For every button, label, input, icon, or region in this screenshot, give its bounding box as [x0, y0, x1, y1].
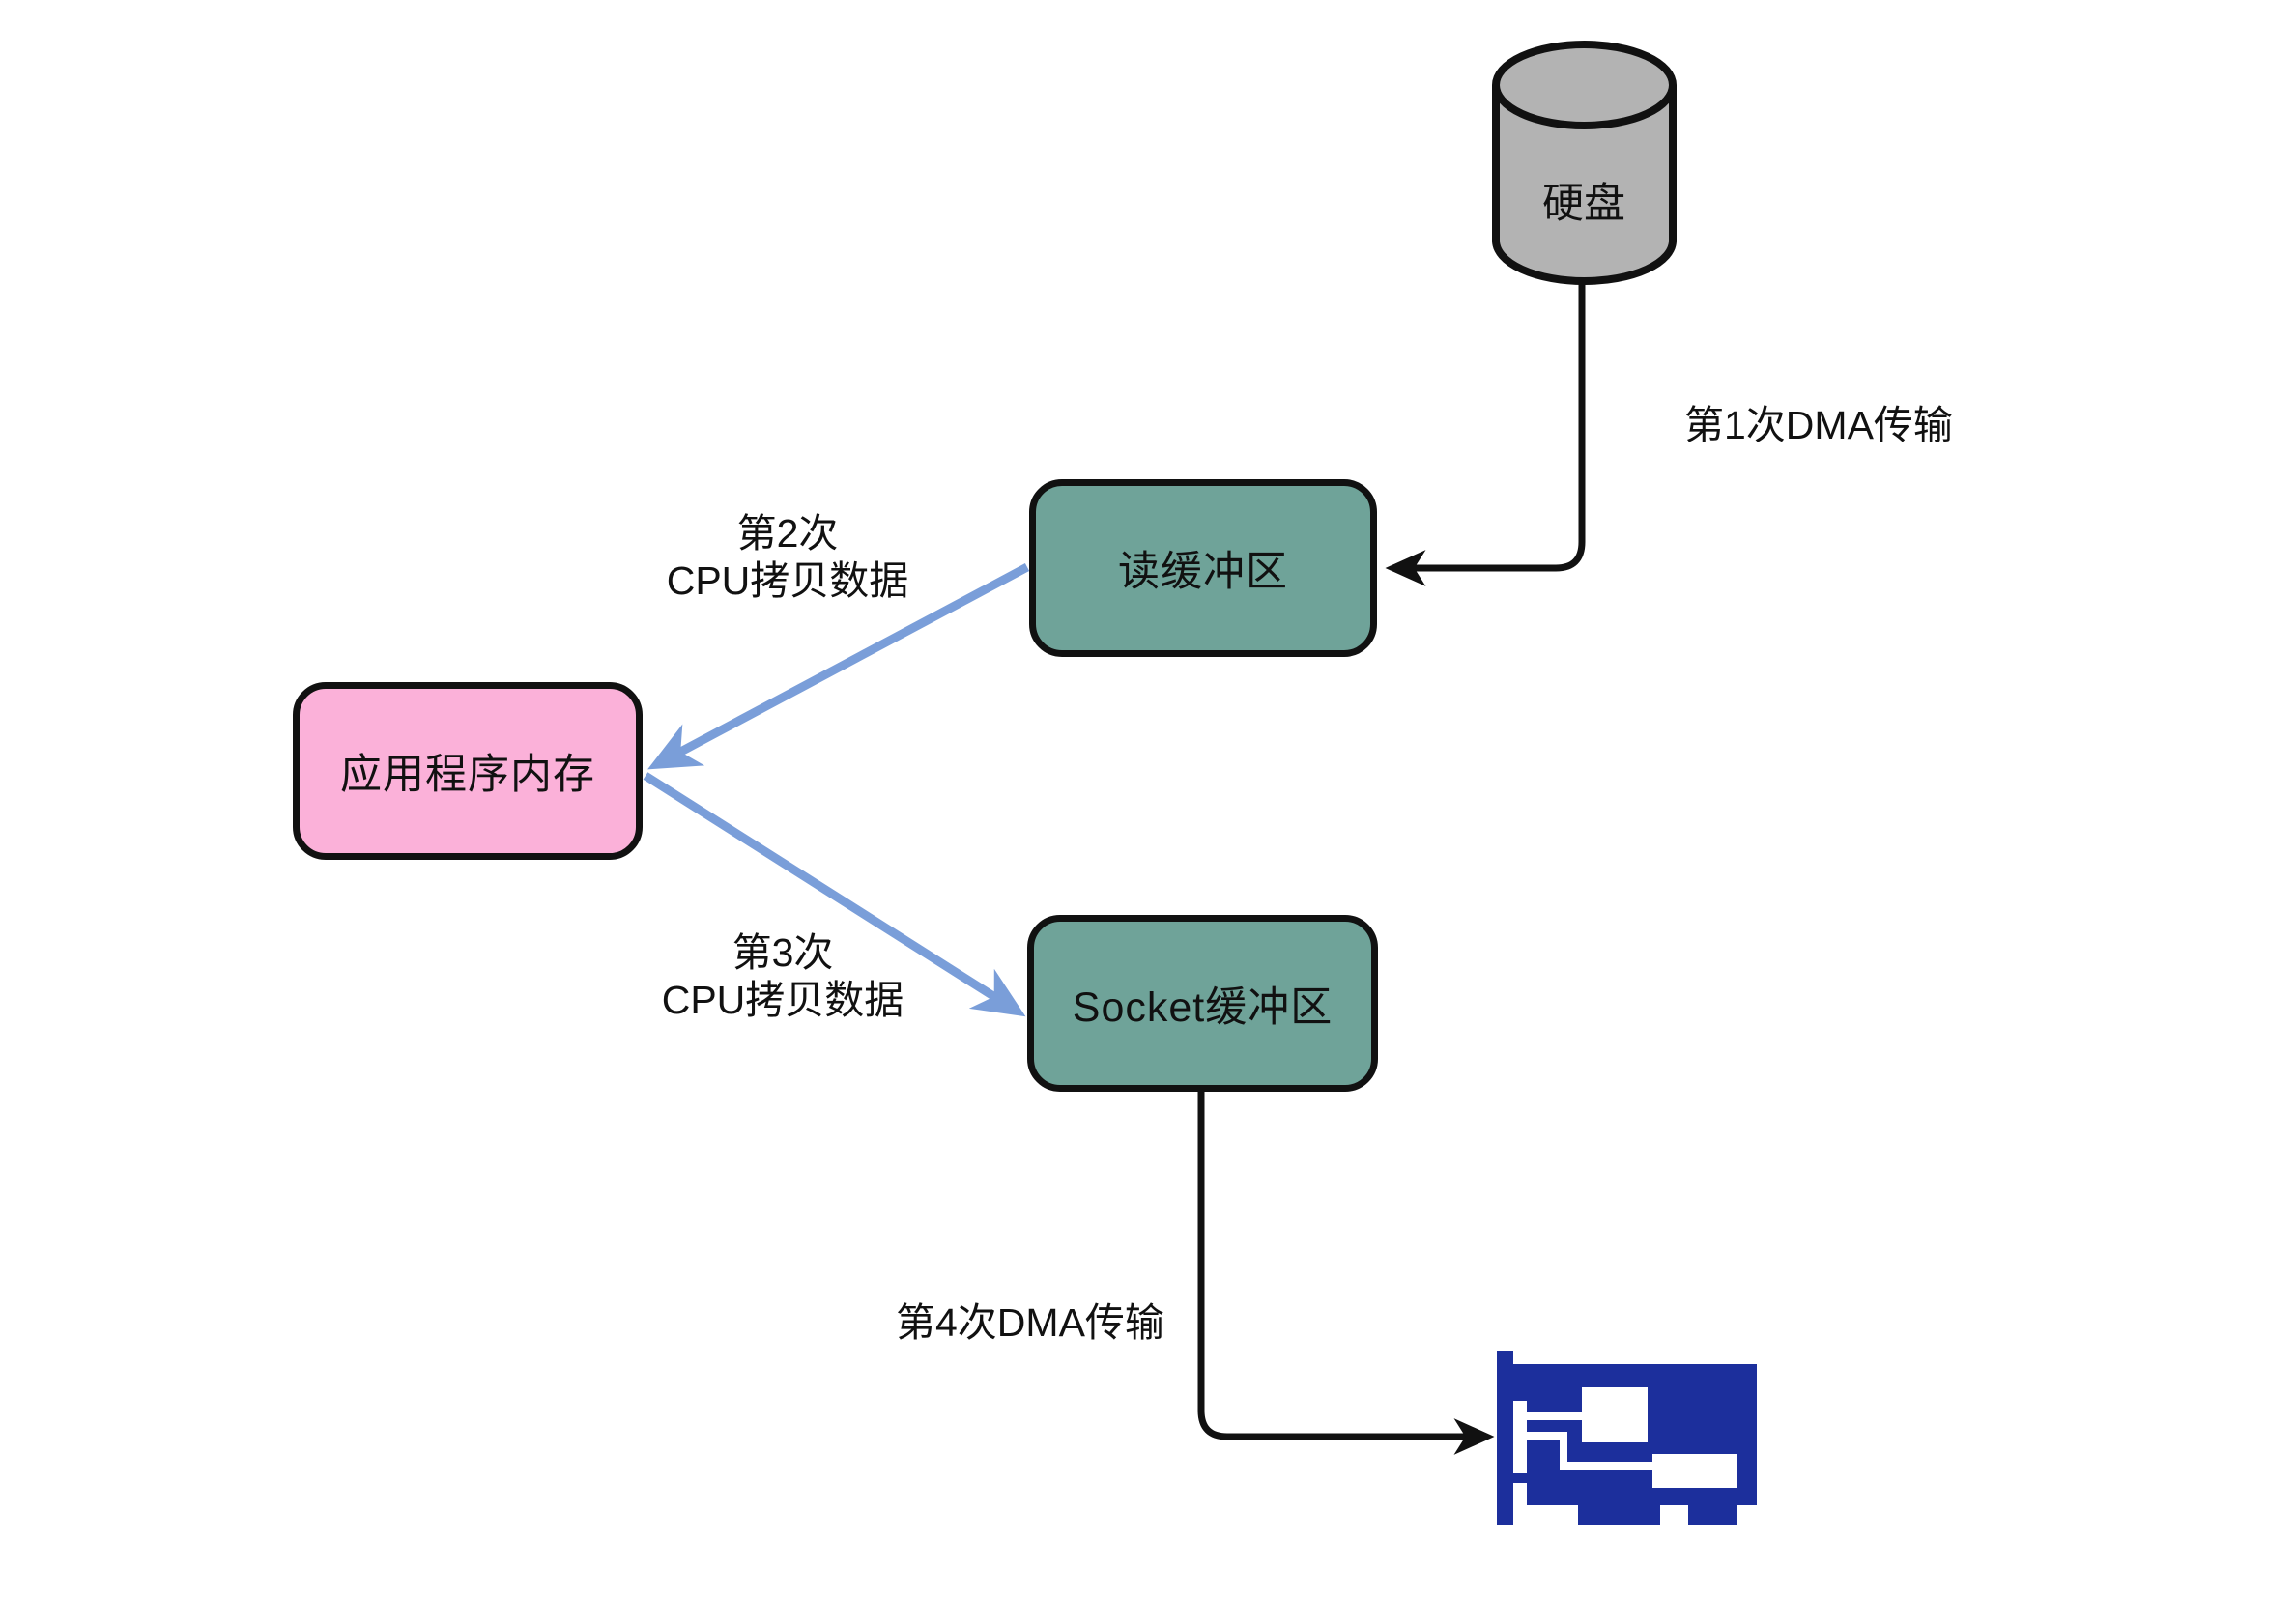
edge-label-cpu2: 第2次 CPU拷贝数据 [666, 511, 909, 604]
edge-label-dma1: 第1次DMA传输 [1684, 403, 1953, 447]
edge-cpu3-arrow [643, 772, 1026, 1017]
edge-dma1-arrow [1385, 281, 1586, 586]
node-read-buffer-label: 读缓冲区 [1118, 549, 1288, 595]
edge-label-cpu3: 第3次 CPU拷贝数据 [661, 930, 904, 1023]
network-card-icon [1497, 1351, 1757, 1525]
node-read-buffer: 读缓冲区 [1029, 479, 1377, 657]
node-application-memory: 应用程序内存 [293, 682, 643, 860]
node-application-memory-label: 应用程序内存 [340, 752, 595, 798]
node-hard-disk-label: 硬盘 [1542, 181, 1625, 227]
edge-dma4-arrow [1197, 1092, 1495, 1455]
node-socket-buffer: Socket缓冲区 [1027, 915, 1378, 1092]
hard-disk-shape [1492, 41, 1677, 285]
edge-label-dma4: 第4次DMA传输 [896, 1300, 1164, 1345]
node-socket-buffer-label: Socket缓冲区 [1072, 984, 1334, 1031]
edge-cpu2-arrow [647, 563, 1030, 770]
